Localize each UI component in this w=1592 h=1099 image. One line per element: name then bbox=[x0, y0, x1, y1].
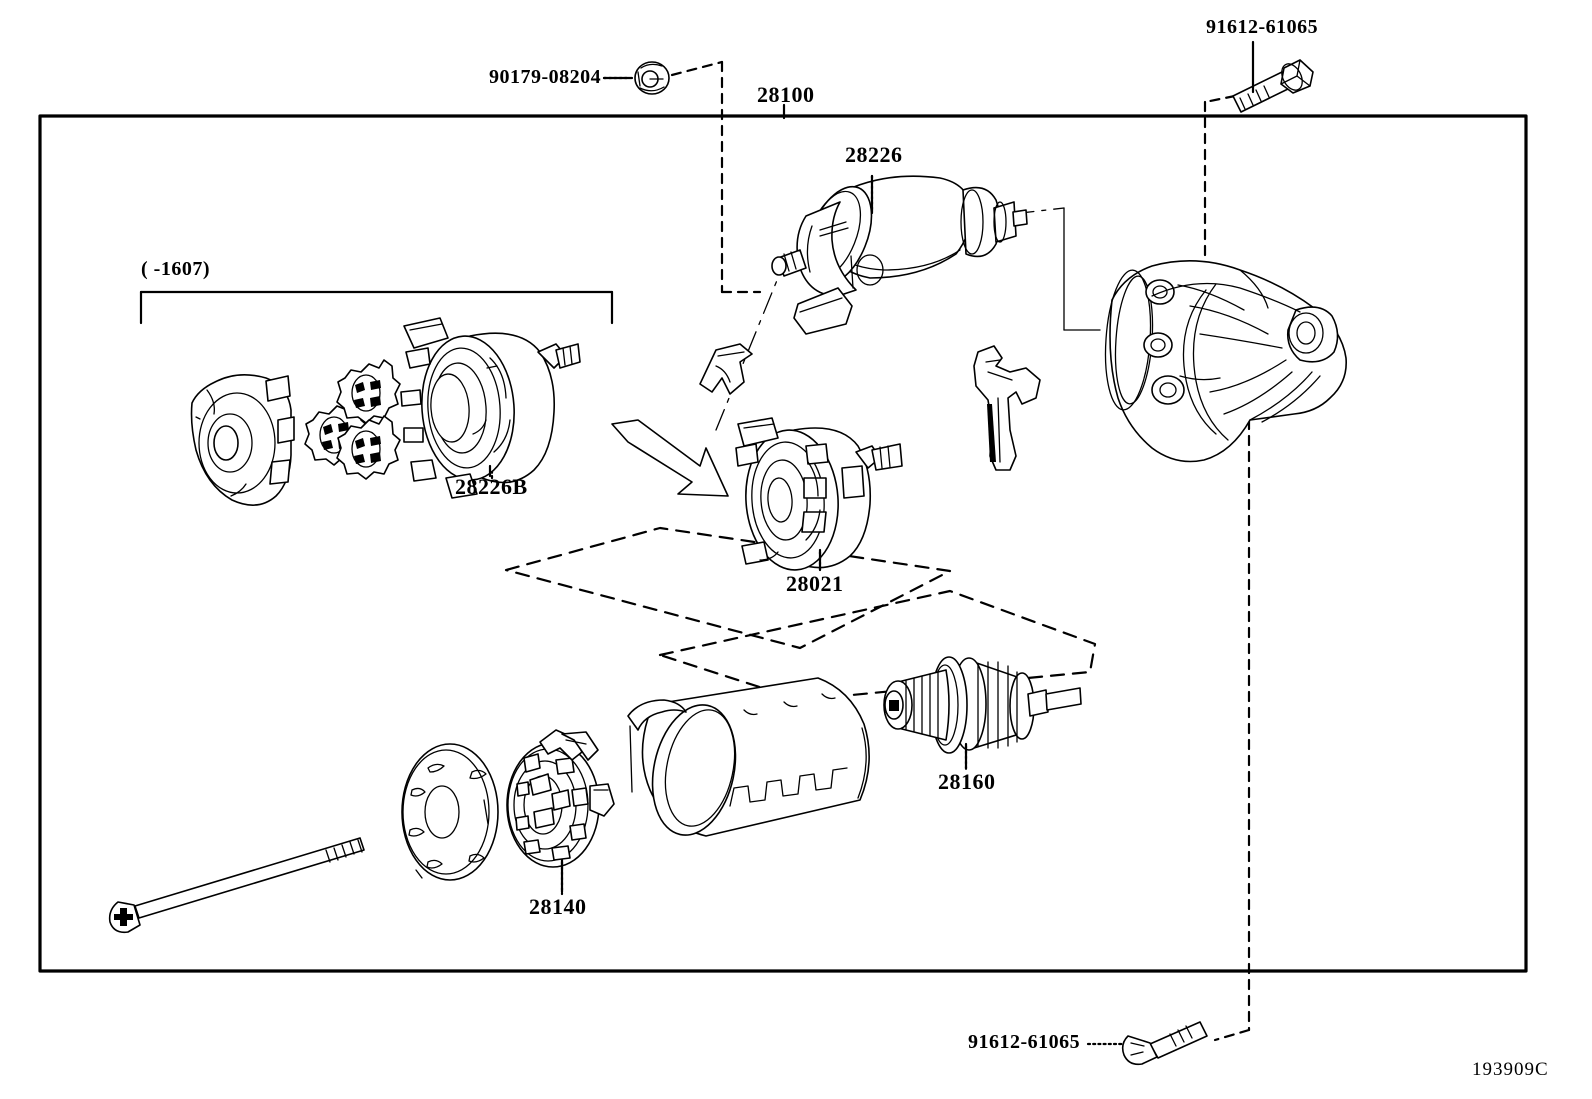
icon-through-bolt bbox=[108, 837, 365, 934]
label-bolt-upper-91612-61065: 91612-61065 bbox=[1206, 16, 1319, 38]
label-assembly-28100: 28100 bbox=[757, 82, 815, 107]
label-magnetic-switch-28226: 28226 bbox=[845, 142, 903, 167]
group-outline-upper bbox=[504, 526, 952, 650]
icon-magnetic-switch-28226b bbox=[400, 317, 581, 499]
icon-armature-28160 bbox=[883, 656, 1082, 754]
icon-magnetic-switch-28226 bbox=[771, 175, 1028, 335]
label-variant-bracket-note: ( -1607) bbox=[141, 258, 210, 280]
label-nut-90179-08204: 90179-08204 bbox=[489, 66, 602, 88]
label-bolt-lower-91612-61065: 91612-61065 bbox=[968, 1031, 1081, 1053]
icon-bolt-upper bbox=[1232, 59, 1314, 113]
pointer-solid-lines bbox=[488, 40, 1255, 894]
label-reduction-gear-28021: 28021 bbox=[786, 571, 844, 596]
leader-bolt-lower bbox=[1213, 418, 1251, 1042]
label-drawing-code: 193909C bbox=[1472, 1059, 1549, 1080]
icon-brush-holder-28140 bbox=[506, 729, 615, 868]
icon-planetary-carrier bbox=[190, 374, 295, 506]
leader-nut-90179 bbox=[670, 60, 762, 294]
icon-wedge-stopper bbox=[699, 343, 753, 395]
leader-bolt-upper bbox=[1203, 94, 1237, 292]
icon-bolt-lower bbox=[1121, 1021, 1208, 1066]
icon-end-plate bbox=[401, 743, 499, 881]
label-brush-holder-28140: 28140 bbox=[529, 894, 587, 919]
icon-reduction-gear-28021 bbox=[735, 417, 903, 571]
icon-planetary-gear-2 bbox=[336, 359, 401, 424]
icon-nut-90179 bbox=[634, 61, 670, 95]
icon-transfer-arrow bbox=[611, 419, 729, 497]
icon-planetary-gear-3 bbox=[336, 415, 401, 480]
icon-field-frame-yoke bbox=[627, 677, 870, 837]
label-magnetic-switch-28226b: 28226B bbox=[455, 474, 528, 499]
variant-bracket bbox=[139, 290, 614, 325]
icon-drive-lever bbox=[973, 345, 1041, 471]
icon-drive-housing-bracket bbox=[1104, 260, 1347, 463]
label-armature-28160: 28160 bbox=[938, 769, 996, 794]
